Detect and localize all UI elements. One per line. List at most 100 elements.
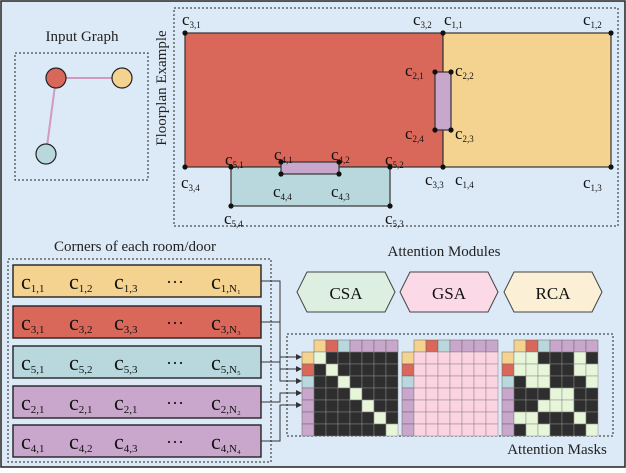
corner-label-letter: c — [455, 170, 463, 189]
mask-cell — [349, 423, 363, 437]
mask-cell — [513, 423, 527, 437]
row-corner-subscript: 4,1 — [31, 443, 45, 455]
mask-cell — [473, 363, 487, 377]
mask-cell — [549, 399, 563, 413]
corner-dot — [448, 69, 454, 75]
row-corner-subscript: 2,1 — [124, 404, 138, 416]
mask-cell — [413, 351, 427, 365]
mask-cell — [437, 411, 451, 425]
mask-header-cell — [561, 339, 575, 353]
row-corner-subscript: 3,N₃ — [221, 324, 241, 336]
row-corner-subscript: 1,3 — [124, 283, 138, 295]
corner-dot — [182, 30, 188, 36]
mask-cell — [425, 351, 439, 365]
mask-cell — [385, 351, 399, 365]
attention-masks-title: Attention Masks — [507, 442, 607, 458]
mask-cell — [537, 399, 551, 413]
mask-cell — [461, 411, 475, 425]
corner-label-letter: c — [273, 182, 281, 201]
mask-cell — [461, 363, 475, 377]
mask-cell — [437, 399, 451, 413]
ellipsis: ··· — [166, 432, 184, 452]
mask-cell — [525, 363, 539, 377]
row-corner-subscript: 4,2 — [79, 443, 93, 455]
corner-label: c2,1 — [405, 61, 424, 81]
gsa-mask — [401, 339, 499, 437]
corner-label-letter: c — [331, 182, 339, 201]
mask-cell — [561, 387, 575, 401]
mask-cell — [537, 351, 551, 365]
mask-cell — [425, 363, 439, 377]
corner-label-letter: c — [331, 145, 339, 164]
door4-polygon — [280, 161, 340, 175]
mask-header-cell — [373, 339, 387, 353]
mask-cell — [473, 387, 487, 401]
module-hexagon — [503, 271, 603, 313]
mask-header-cell — [401, 363, 415, 377]
mask-header-cell — [473, 339, 487, 353]
mask-header-cell — [585, 339, 599, 353]
row-corner-letter: c — [69, 310, 79, 335]
room1-polygon — [442, 32, 612, 168]
mask-cell — [361, 387, 375, 401]
mask-cell — [349, 399, 363, 413]
input-graph-title: Input Graph — [46, 29, 119, 45]
row-corner: c3,1 — [21, 310, 45, 336]
mask-cell — [525, 375, 539, 389]
row-corner: c4,2 — [69, 429, 93, 455]
mask-header-cell — [573, 339, 587, 353]
mask-header-cell — [301, 375, 315, 389]
row-corner: c3,3 — [114, 310, 138, 336]
corner-label-letter: c — [455, 61, 463, 80]
mask-cell — [361, 423, 375, 437]
row-corner-subscript: 4,N₄ — [221, 443, 241, 455]
corner-label-letter: c — [274, 145, 282, 164]
corner-label: c3,4 — [181, 173, 200, 193]
connector-arrow — [296, 378, 302, 384]
mask-cell — [485, 375, 499, 389]
attention-masks — [301, 339, 599, 437]
mask-cell — [449, 423, 463, 437]
row-connector — [261, 280, 296, 358]
row-corner-letter: c — [21, 390, 31, 415]
corner-label: c1,1 — [444, 10, 463, 30]
corner-label: c3,1 — [182, 10, 201, 30]
corners-title: Corners of each room/door — [54, 239, 216, 255]
mask-cell — [413, 363, 427, 377]
mask-cell — [413, 399, 427, 413]
row-corner: c5,N₅ — [211, 350, 241, 376]
mask-cell — [513, 411, 527, 425]
row-corner-letter: c — [69, 269, 79, 294]
mask-cell — [561, 411, 575, 425]
mask-cell — [325, 363, 339, 377]
module-hexagon — [399, 271, 499, 313]
mask-cell — [513, 351, 527, 365]
mask-cell — [585, 375, 599, 389]
row-corner-letter: c — [69, 429, 79, 454]
corner-label-subscript: 4,3 — [339, 192, 351, 202]
mask-cell — [313, 387, 327, 401]
row-corner-subscript: 5,2 — [79, 364, 93, 376]
corner-label: c2,3 — [455, 124, 474, 144]
mask-cell — [349, 411, 363, 425]
csa-mask — [301, 339, 399, 437]
row-corner-letter: c — [21, 310, 31, 335]
mask-cell — [461, 375, 475, 389]
corner-label: c1,3 — [583, 173, 602, 193]
corner-label-subscript: 2,4 — [413, 134, 425, 144]
row-corner: c2,1 — [114, 390, 138, 416]
corner-dot — [182, 164, 188, 170]
corner-dot — [387, 203, 393, 209]
mask-cell — [573, 423, 587, 437]
corner-label-letter: c — [583, 173, 591, 192]
mask-cell — [373, 375, 387, 389]
mask-header-cell — [425, 339, 439, 353]
row-corner: c1,2 — [69, 269, 93, 295]
mask-cell — [485, 411, 499, 425]
mask-cell — [485, 363, 499, 377]
mask-cell — [373, 363, 387, 377]
corner-label: c5,1 — [225, 150, 244, 170]
mask-cell — [449, 351, 463, 365]
row-corner-letter: c — [211, 390, 221, 415]
